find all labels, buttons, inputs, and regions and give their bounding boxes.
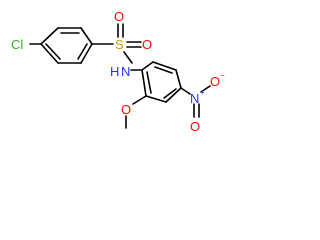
c-o-methoxy-bond: [132, 95, 147, 105]
chlorophenyl-ring: [40, 27, 93, 64]
nitro-n-charge: +: [200, 88, 205, 97]
atom-o-sulfonyl-top: O: [114, 9, 124, 24]
nitro-o-charge: −: [220, 71, 225, 80]
atom-o-nitro-bottom: O: [190, 119, 200, 134]
atom-o-sulfonyl-right: O: [142, 37, 152, 52]
atom-n-amide: N: [121, 64, 130, 79]
s-n-bond: [123, 51, 133, 64]
atom-o-nitro-top: O: [210, 74, 220, 89]
atom-s: S: [115, 37, 124, 52]
atom-o-methoxy: O: [121, 102, 131, 117]
c-n-nitro-bond: [180, 87, 191, 95]
chemical-structure: Cl S O O N H O N + O − O: [11, 9, 225, 134]
atom-h-amide: H: [110, 64, 119, 79]
n-o-nitro-top-bond: [200, 85, 211, 93]
atom-n-nitro: N: [190, 91, 199, 106]
sulfonyl-bonds: [117, 23, 142, 48]
nitroanisole-ring: [141, 61, 182, 103]
atom-cl: Cl: [11, 37, 23, 52]
